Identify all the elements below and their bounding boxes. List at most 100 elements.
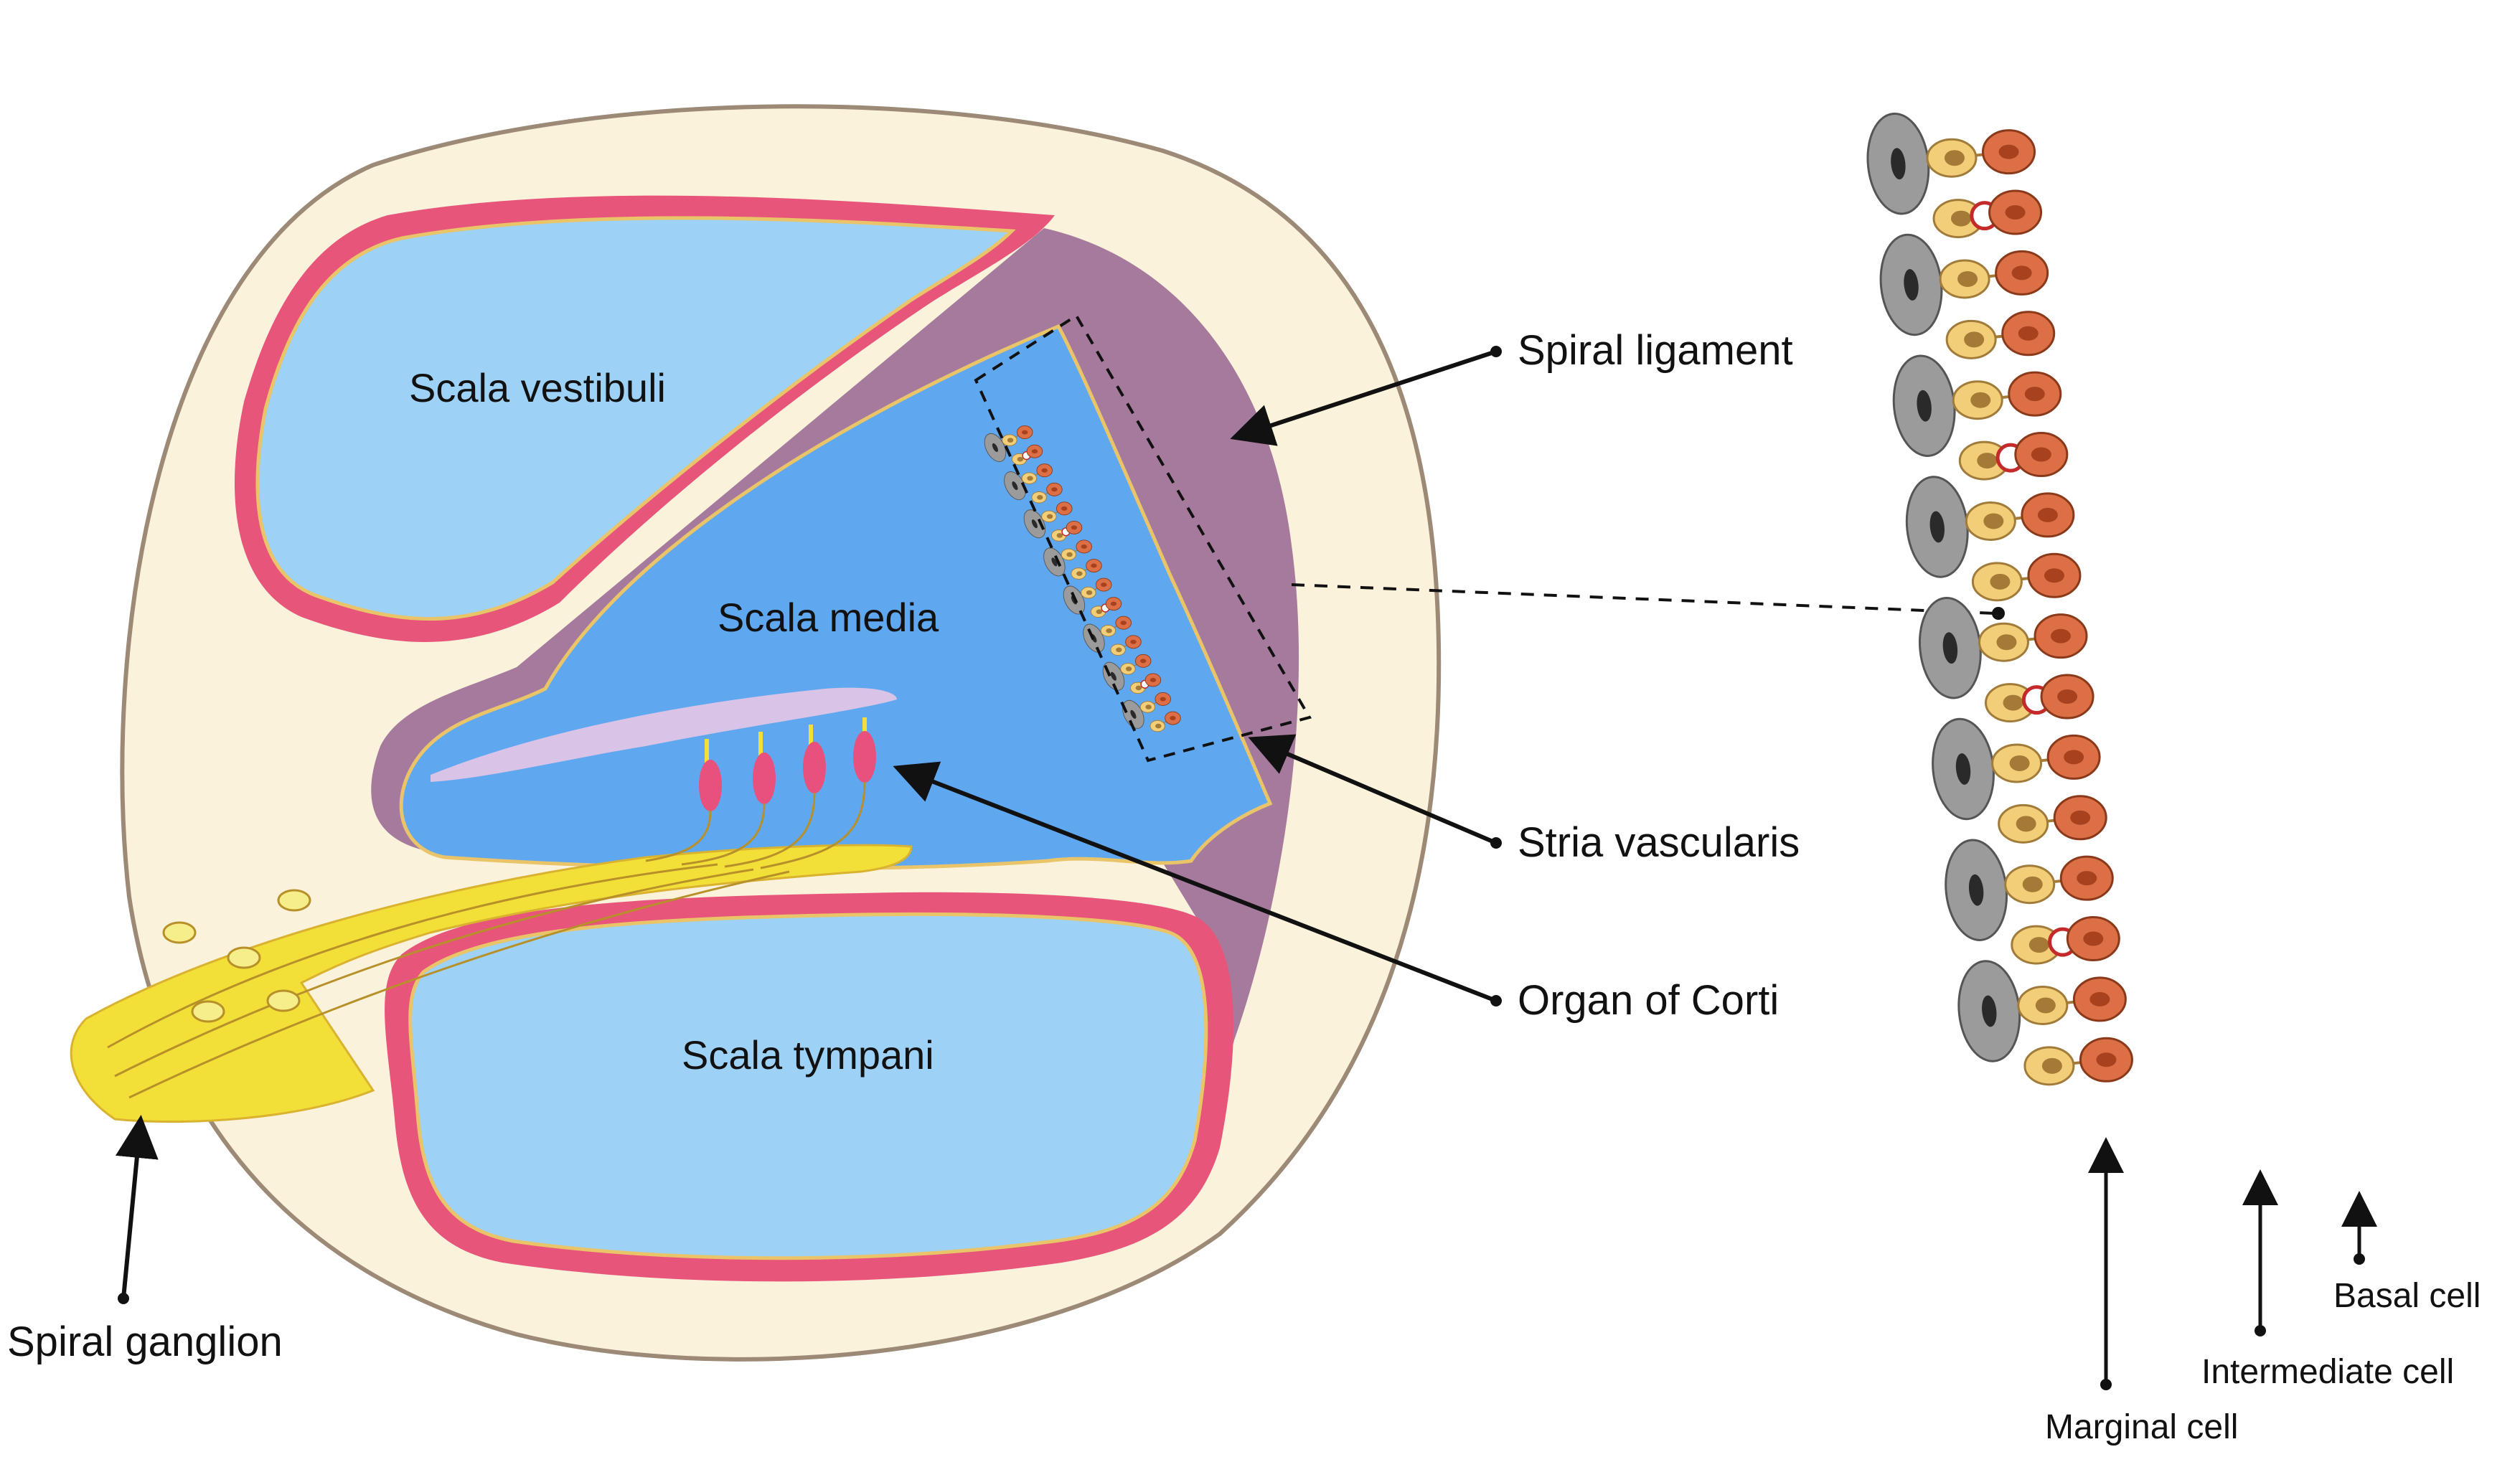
marginal-cell-nucleus bbox=[2018, 326, 2039, 341]
intermediate-cell-nucleus bbox=[1145, 704, 1152, 709]
intermediate-cell-nucleus bbox=[1086, 590, 1093, 595]
svg-text:Marginal cell: Marginal cell bbox=[2045, 1408, 2238, 1446]
svg-text:Basal cell: Basal cell bbox=[2333, 1277, 2481, 1315]
intermediate-cell-nucleus bbox=[2003, 694, 2023, 711]
marginal-cell-nucleus bbox=[1041, 468, 1048, 473]
intermediate-cell-nucleus bbox=[2009, 755, 2030, 771]
intermediate-cell-nucleus bbox=[1996, 634, 2017, 651]
intermediate-cell-nucleus bbox=[2016, 816, 2036, 832]
hair-cell bbox=[699, 760, 722, 811]
intermediate-cell-nucleus bbox=[1037, 495, 1043, 500]
scala-media-label: Scala media bbox=[718, 595, 939, 640]
marginal-cell-nucleus bbox=[1081, 544, 1087, 549]
scala-vestibuli bbox=[255, 216, 1016, 621]
basal-cell-nucleus bbox=[1982, 995, 1997, 1027]
zoom-connector bbox=[1291, 583, 2005, 620]
ganglion-neuron bbox=[277, 889, 311, 912]
hair-cell bbox=[753, 753, 776, 804]
intermediate-cell-nucleus bbox=[2035, 997, 2056, 1014]
marginal-cell-nucleus bbox=[1120, 621, 1127, 626]
callout-spiral-ligament: Spiral ligament bbox=[1230, 327, 1793, 446]
basal-cell-nucleus bbox=[1110, 671, 1116, 681]
intermediate-cell-nucleus bbox=[1983, 513, 2004, 529]
intermediate-cell-nucleus bbox=[1007, 438, 1014, 443]
basal-cell-nucleus bbox=[1051, 557, 1058, 567]
intermediate-cell-nucleus bbox=[2022, 876, 2043, 892]
hair-cells bbox=[699, 717, 876, 811]
intermediate-cell-nucleus bbox=[1125, 666, 1132, 671]
basal-cell-nucleus bbox=[1012, 481, 1018, 491]
marginal-cell-nucleus bbox=[1101, 583, 1107, 588]
cochlear-nerve bbox=[70, 781, 913, 1123]
intermediate-cell-nucleus bbox=[1155, 723, 1162, 729]
basal-cell-nucleus bbox=[1917, 390, 1932, 422]
callout-organ-of-corti: Organ of Corti bbox=[893, 761, 1779, 1024]
intermediate-cell-nucleus bbox=[1096, 609, 1103, 614]
marginal-cell-nucleus bbox=[1091, 563, 1097, 568]
cochlea-cross-section bbox=[70, 104, 1442, 1362]
scala-vestibuli-label: Scala vestibuli bbox=[409, 365, 666, 410]
svg-text:Spiral ganglion: Spiral ganglion bbox=[7, 1319, 283, 1365]
basal-cell-nucleus bbox=[1031, 519, 1038, 529]
callout-marginal-cell: Marginal cell bbox=[2045, 1137, 2238, 1446]
intermediate-cell-nucleus bbox=[1957, 270, 1978, 287]
intermediate-cell-nucleus bbox=[1977, 453, 1998, 469]
hair-cell bbox=[803, 742, 826, 793]
basal-cell-nucleus bbox=[992, 443, 998, 452]
tectorial-membrane bbox=[431, 687, 897, 782]
marginal-cell-nucleus bbox=[2037, 507, 2058, 522]
intermediate-cell-nucleus bbox=[1970, 392, 1991, 408]
marginal-cell-nucleus bbox=[2051, 628, 2072, 643]
marginal-cell-nucleus bbox=[1130, 639, 1137, 644]
marginal-cell-nucleus bbox=[1051, 487, 1058, 492]
callout-stria-vascularis: Stria vascularis bbox=[1248, 734, 1800, 866]
intermediate-cell-nucleus bbox=[2028, 937, 2049, 953]
marginal-cell-nucleus bbox=[1998, 144, 2019, 159]
marginal-cell-nucleus bbox=[2057, 689, 2078, 704]
intermediate-cell-nucleus bbox=[1056, 533, 1063, 538]
svg-text:Spiral ligament: Spiral ligament bbox=[1518, 327, 1793, 374]
intermediate-cell-nucleus bbox=[1944, 150, 1965, 166]
stria-highlight-box bbox=[974, 313, 1312, 763]
basal-cell-nucleus bbox=[1904, 269, 1919, 301]
basal-cell-nucleus bbox=[1130, 709, 1137, 719]
marginal-cell-nucleus bbox=[1061, 506, 1068, 511]
marginal-cell-nucleus bbox=[2077, 871, 2097, 886]
intermediate-cell-nucleus bbox=[1951, 210, 1972, 227]
svg-text:Organ of Corti: Organ of Corti bbox=[1518, 977, 1779, 1024]
marginal-cell-nucleus bbox=[1170, 716, 1176, 721]
marginal-cell-nucleus bbox=[1149, 677, 1157, 682]
basal-cell-nucleus bbox=[1955, 753, 1971, 785]
scala-tympani bbox=[408, 912, 1208, 1260]
marginal-cell-nucleus bbox=[2024, 387, 2045, 402]
basal-cell-nucleus bbox=[1968, 874, 1984, 906]
marginal-cell-nucleus bbox=[2044, 568, 2064, 583]
intermediate-cell-nucleus bbox=[1116, 647, 1122, 653]
marginal-cell-nucleus bbox=[2083, 931, 2104, 946]
marginal-cell-nucleus bbox=[2011, 265, 2032, 280]
marginal-cell-nucleus bbox=[2096, 1052, 2117, 1067]
basal-cell-nucleus bbox=[1942, 632, 1958, 664]
marginal-cell-nucleus bbox=[1071, 525, 1078, 530]
marginal-cell-nucleus bbox=[2031, 447, 2051, 462]
marginal-cell-nucleus bbox=[2005, 205, 2026, 220]
callout-intermediate-cell: Intermediate cell bbox=[2201, 1169, 2454, 1391]
intermediate-cell-nucleus bbox=[1046, 514, 1053, 519]
hair-cell bbox=[853, 731, 876, 783]
svg-text:Stria vascularis: Stria vascularis bbox=[1518, 819, 1800, 866]
ganglion-neuron bbox=[227, 946, 261, 969]
intermediate-cell-nucleus bbox=[1027, 476, 1033, 481]
scala-tympani-label: Scala tympani bbox=[682, 1032, 934, 1078]
marginal-cell-nucleus bbox=[1022, 430, 1028, 435]
intermediate-cell-nucleus bbox=[1076, 571, 1083, 576]
ganglion-neuron bbox=[162, 921, 197, 944]
intermediate-cell-nucleus bbox=[1990, 573, 2011, 590]
marginal-cell-nucleus bbox=[1110, 601, 1117, 606]
ganglion-neuron bbox=[191, 1000, 225, 1023]
callout-spiral-ganglion: Spiral ganglion bbox=[7, 1115, 283, 1365]
intermediate-cell-nucleus bbox=[1066, 552, 1073, 557]
basal-cell-nucleus bbox=[1891, 148, 1906, 180]
stria-vascularis-enlarged bbox=[1866, 112, 2133, 1086]
marginal-cell-nucleus bbox=[2089, 991, 2110, 1006]
